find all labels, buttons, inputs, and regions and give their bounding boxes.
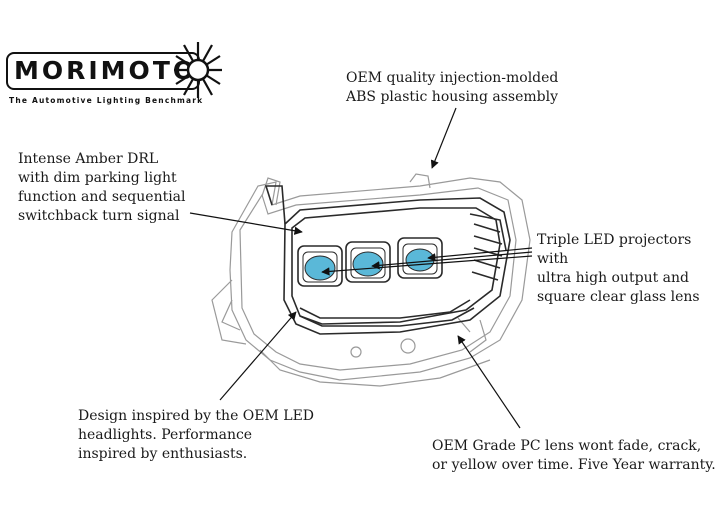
leader-design (219, 311, 297, 401)
callout-drl: Intense Amber DRL with dim parking light… (18, 151, 186, 224)
morimoto-logo: MORIMOTO The Automotive Lighting Benchma… (6, 40, 222, 110)
leader-projector-3 (321, 255, 533, 276)
leader-projector-2 (371, 251, 533, 270)
inner-lamp-outline (264, 185, 511, 335)
callout-projectors: Triple LED projectors with ultra high ou… (537, 232, 700, 305)
brand-name: MORIMOTO (14, 56, 198, 85)
logo-sunburst-icon (174, 42, 222, 98)
projector-left (297, 245, 343, 287)
projector-center (345, 241, 391, 283)
projector-right (397, 237, 443, 279)
housing-outline (211, 173, 531, 387)
leader-lens (457, 335, 521, 429)
leader-drl (189, 212, 303, 235)
callout-design: Design inspired by the OEM LED headlight… (78, 408, 315, 462)
callout-lens: OEM Grade PC lens wont fade, crack, or y… (432, 438, 716, 473)
logo-frame: MORIMOTO (6, 52, 200, 90)
brand-tagline: The Automotive Lighting Benchmark (9, 96, 204, 105)
callout-housing: OEM quality injection-molded ABS plastic… (346, 70, 559, 105)
leader-projector-1 (427, 247, 533, 262)
leader-housing (430, 107, 457, 169)
